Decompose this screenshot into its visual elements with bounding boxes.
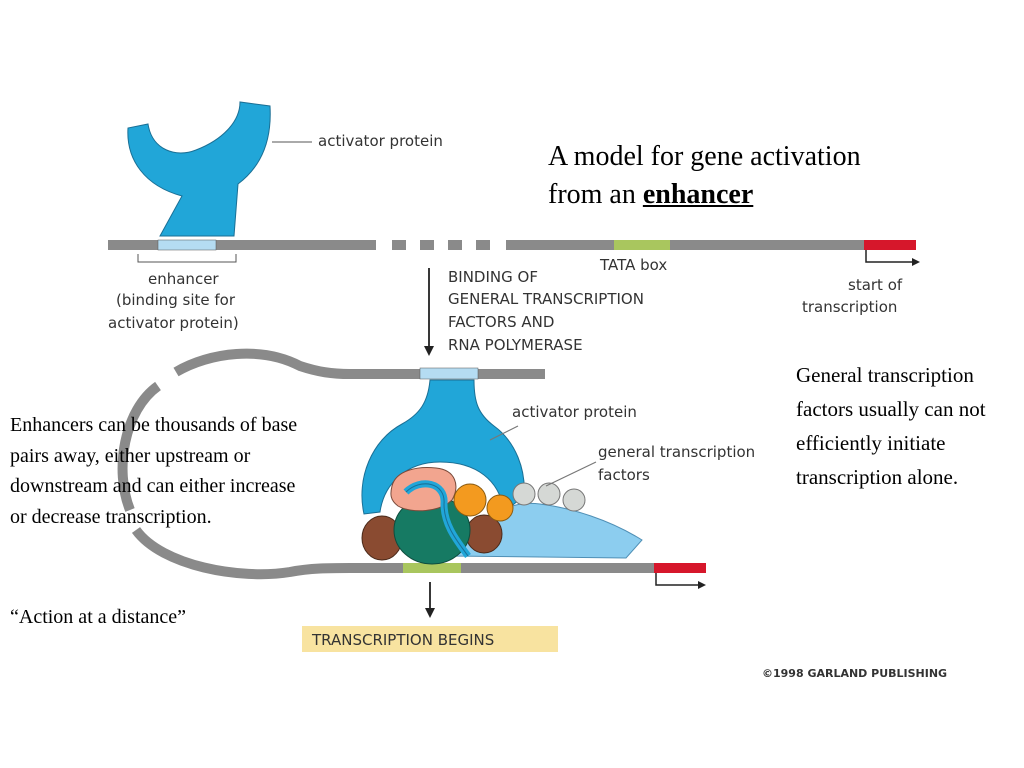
title-line-1: A model for gene activation [548, 141, 861, 172]
tata-box-site [614, 240, 670, 250]
binding-arrowhead [424, 346, 434, 356]
label-binding: BINDING OF [448, 268, 538, 286]
enhancer-site-bound [419, 367, 479, 380]
dna-gap-dash [476, 240, 490, 250]
label-copyright: ©1998 GARLAND PUBLISHING [762, 667, 947, 680]
title-line-2: from an enhancer [548, 176, 861, 214]
label-tata-box: TATA box [599, 256, 667, 274]
label-start: start of [848, 276, 903, 294]
label-gtf: general transcription [598, 443, 755, 461]
enhancer-bracket [137, 254, 237, 263]
label-binding: GENERAL TRANSCRIPTION [448, 290, 644, 308]
enhancer-description: Enhancers can be thousands of base pairs… [10, 414, 298, 528]
dna-loop-left [117, 381, 162, 512]
gtf-sphere-grey [562, 488, 586, 512]
title-prefix: from an [548, 179, 643, 210]
enhancer-site [157, 239, 217, 251]
label-transcription-begins: TRANSCRIPTION BEGINS [311, 631, 494, 649]
top-dna [108, 239, 920, 266]
label-activator-top: activator protein [318, 132, 443, 150]
activator-protein-top [127, 101, 271, 237]
looped-dna [117, 348, 706, 589]
gtf-orange [453, 483, 487, 517]
label-enhancer: activator protein) [108, 314, 239, 332]
activator-protein-bound [361, 379, 525, 515]
slide-title: A model for gene activation from an enha… [548, 138, 861, 214]
title-emphasis: enhancer [642, 179, 754, 210]
activator-bound-leader [489, 425, 519, 441]
start-arrow-bound [655, 573, 698, 586]
dna-segment [108, 240, 376, 250]
begins-arrowhead [425, 608, 435, 618]
gtf-leader [545, 461, 597, 487]
start-arrowhead-bound [698, 581, 706, 589]
transcription-begins-box [302, 626, 558, 652]
dna-gap-dash [420, 240, 434, 250]
start-site-bound [654, 563, 706, 573]
transcription-complex [361, 379, 643, 565]
label-gtf: factors [598, 466, 650, 484]
dna-loop-lower [131, 526, 706, 580]
gtf-sphere-grey [537, 482, 561, 506]
label-binding: RNA POLYMERASE [448, 336, 583, 354]
dna-gap-dash [392, 240, 406, 250]
gtf-pink [390, 467, 457, 512]
dna-loop-upper [173, 348, 545, 379]
start-arrowhead [912, 258, 920, 266]
gtf-sphere-grey [512, 482, 536, 506]
label-enhancer: (binding site for [116, 291, 236, 309]
mediator-tail-outline [405, 483, 469, 557]
start-site [864, 240, 916, 250]
dna-gap-dash [448, 240, 462, 250]
dna-segment [506, 240, 916, 250]
label-activator-bottom: activator protein [512, 403, 637, 421]
start-arrow [865, 250, 912, 263]
label-enhancer: enhancer [148, 270, 219, 288]
label-binding: FACTORS AND [448, 313, 554, 331]
tata-box-site-bound [403, 563, 461, 573]
action-at-distance-quote: “Action at a distance” [10, 606, 187, 628]
label-start: transcription [802, 298, 897, 316]
gtf-orange [486, 494, 514, 522]
gtf-description: General transcription factors usually ca… [796, 363, 986, 489]
